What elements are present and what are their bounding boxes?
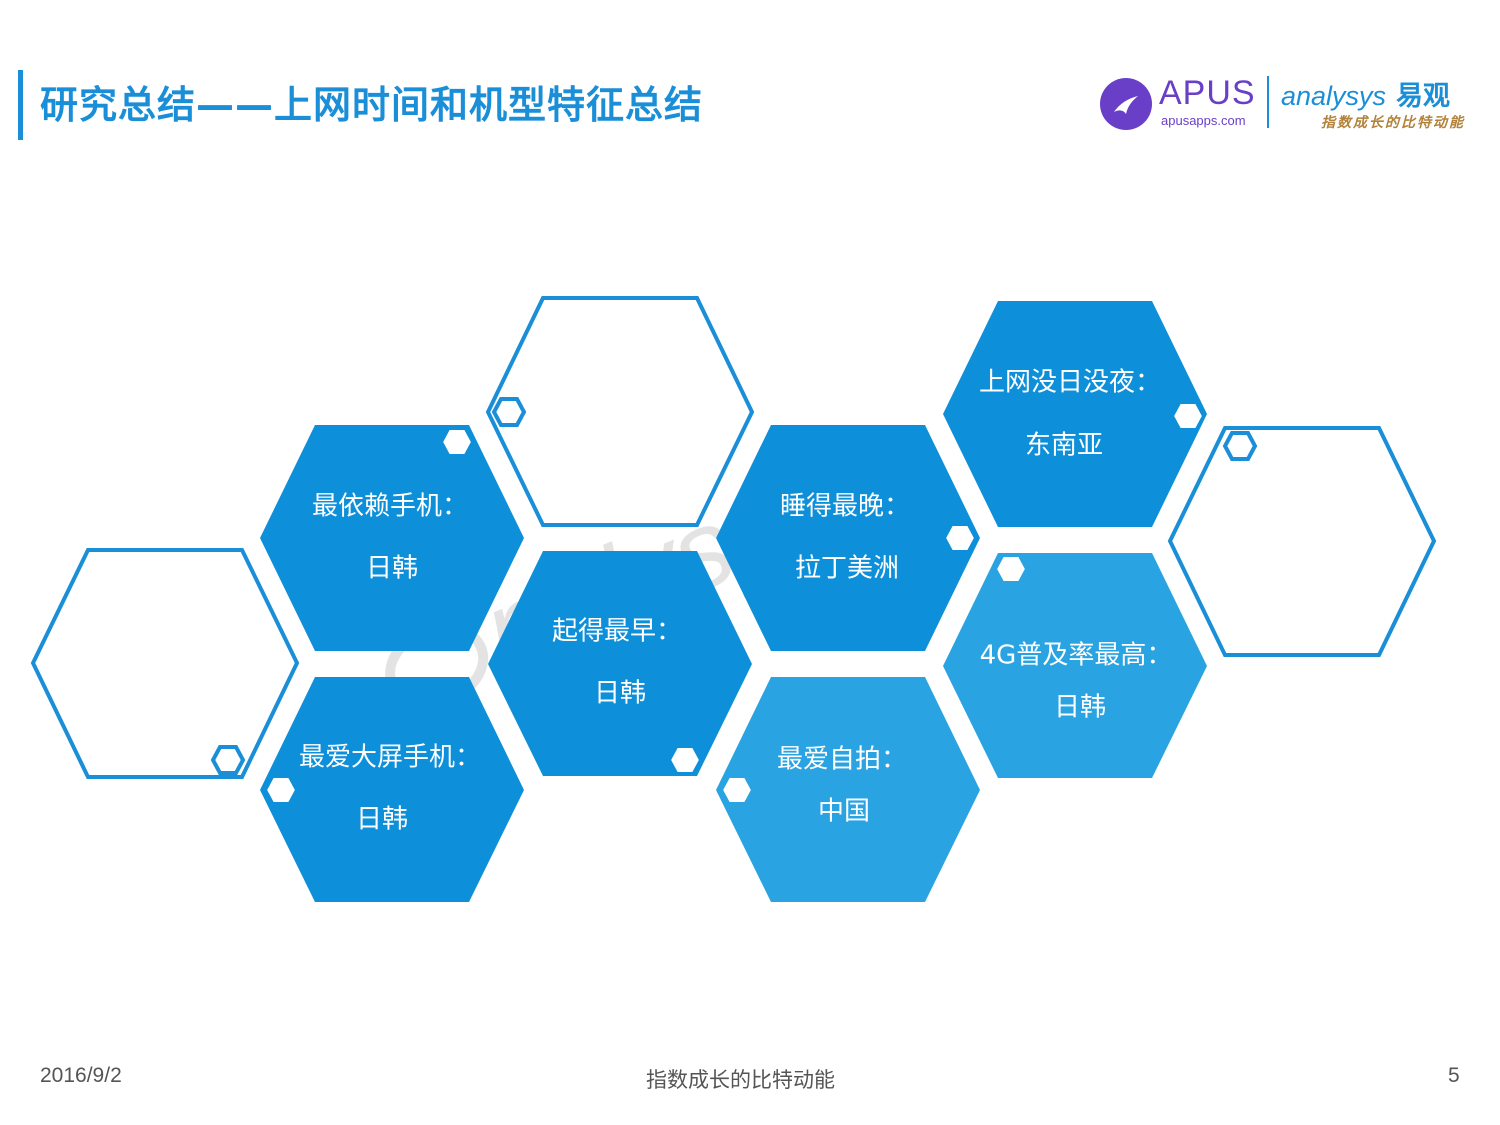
- hexagon-day-night: [943, 301, 1207, 527]
- analysys-slogan: 指数成长的比特动能: [1321, 115, 1465, 131]
- hexagon-earliest: [488, 551, 752, 776]
- hex-label-dependent-phone: 最依赖手机：: [312, 492, 468, 522]
- page-number: 5: [1448, 1064, 1460, 1087]
- hexagon-latest: [716, 425, 980, 651]
- small-hexagon-decoration: [264, 776, 298, 804]
- small-hexagon-decoration: [720, 776, 754, 804]
- hex-label-day-night: 上网没日没夜：: [979, 368, 1161, 398]
- hex-value-big-screen: 日韩: [356, 805, 408, 835]
- hex-label-latest: 睡得最晚：: [780, 492, 910, 522]
- small-hexagon-decoration: [440, 428, 474, 456]
- outline-hexagon: [30, 548, 300, 779]
- footer-date: 2016/9/2: [40, 1064, 122, 1087]
- small-hexagon-decoration: [210, 745, 246, 775]
- footer-slogan: 指数成长的比特动能: [646, 1069, 835, 1092]
- hex-value-4g: 日韩: [1054, 693, 1106, 723]
- outline-hexagon: [1167, 426, 1437, 657]
- hex-value-dependent-phone: 日韩: [366, 554, 418, 584]
- hex-label-4g: 4G普及率最高：: [980, 641, 1173, 671]
- analysys-cn-name: 易观: [1396, 81, 1451, 111]
- small-hexagon-decoration: [1171, 402, 1205, 430]
- apus-url: apusapps.com: [1161, 113, 1246, 128]
- hex-value-selfie: 中国: [818, 797, 870, 827]
- apus-logo-icon: [1100, 78, 1152, 130]
- hex-value-day-night: 东南亚: [1025, 431, 1103, 461]
- hex-label-earliest: 起得最早：: [552, 617, 682, 647]
- hex-value-latest: 拉丁美洲: [795, 554, 899, 584]
- apus-name: APUS: [1159, 74, 1256, 112]
- title-accent-bar: [18, 70, 23, 140]
- brand-logos: APUS apusapps.com analysys 易观 指数成长的比特动能: [1095, 70, 1485, 140]
- small-hexagon-decoration: [994, 555, 1028, 583]
- analysys-name: analysys: [1281, 81, 1387, 111]
- hexagon-4g: [943, 553, 1207, 778]
- analysys-logo: analysys 易观: [1281, 74, 1450, 113]
- logo-divider: [1267, 76, 1269, 128]
- page-title: 研究总结——上网时间和机型特征总结: [40, 83, 704, 127]
- small-hexagon-decoration: [668, 746, 702, 774]
- hex-value-earliest: 日韩: [594, 679, 646, 709]
- hex-label-big-screen: 最爱大屏手机：: [299, 743, 481, 773]
- small-hexagon-decoration: [1222, 431, 1258, 461]
- small-hexagon-decoration: [943, 524, 977, 552]
- outline-hexagon: [485, 296, 755, 527]
- hexagon-dependent-phone: [260, 425, 524, 651]
- hex-label-selfie: 最爱自拍：: [777, 745, 907, 775]
- hexagon-big-screen: [260, 677, 524, 902]
- hexagon-selfie: [716, 677, 980, 902]
- small-hexagon-decoration: [491, 397, 527, 427]
